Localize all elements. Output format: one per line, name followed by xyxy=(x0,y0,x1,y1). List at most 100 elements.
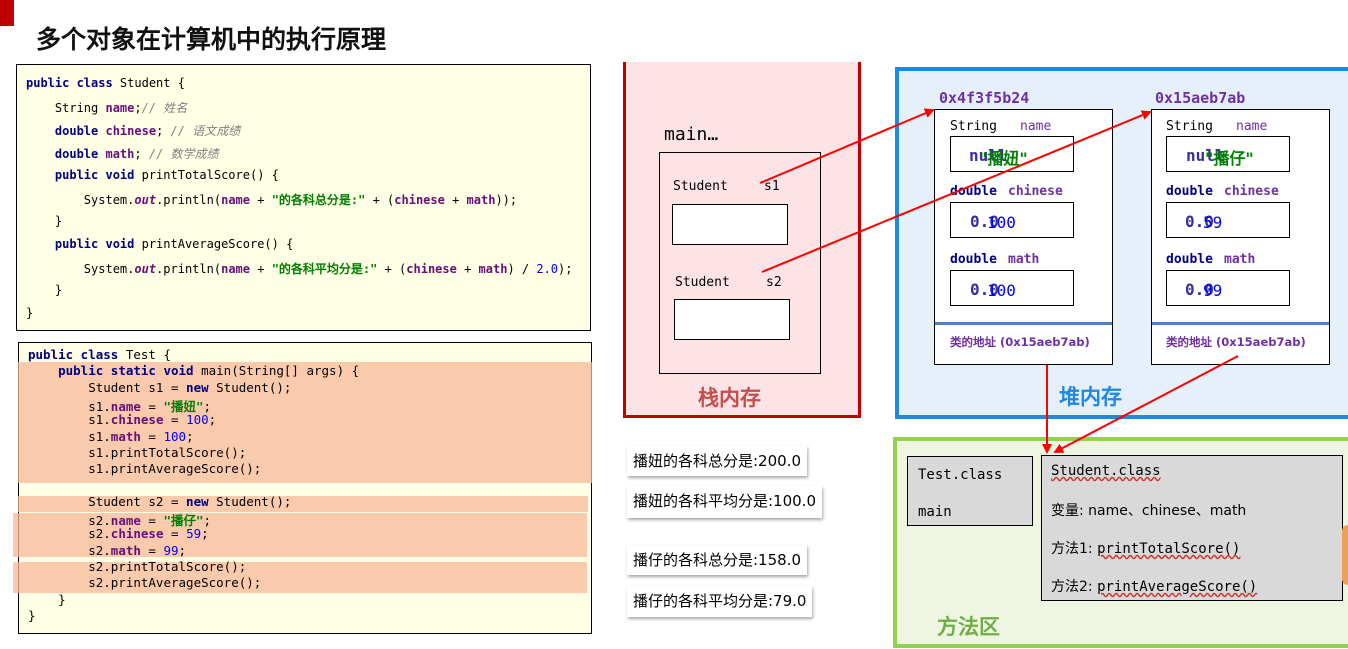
output-line-3: 播仔的各科总分是:158.0 xyxy=(627,545,807,575)
obj2-math-slot: 0.0 99 xyxy=(1166,270,1290,306)
code-token: Student(); xyxy=(216,493,292,509)
code-token: ; xyxy=(208,412,217,428)
obj2-box: String name null "播仔" double chinese 0.0… xyxy=(1151,109,1330,365)
code-line: public static void main(String[] args) { xyxy=(28,363,359,378)
var1-slot xyxy=(672,204,788,245)
page-title: 多个对象在计算机中的执行原理 xyxy=(36,25,387,54)
student-class-vars: 变量: name、chinese、math xyxy=(1051,503,1247,519)
code-token: )); xyxy=(495,193,518,207)
obj1-name-type: String xyxy=(950,119,997,134)
code-token: System. xyxy=(26,193,135,207)
code-token: ; xyxy=(201,526,209,542)
obj1-chinese-type: double xyxy=(950,184,997,199)
code-line: double chinese; // 语文成绩 xyxy=(26,122,240,139)
arrow-s1-to-obj1 xyxy=(759,108,935,184)
test-class-box: Test.class main xyxy=(907,456,1033,526)
code-token: ; xyxy=(134,147,149,161)
method-area-label: 方法区 xyxy=(937,615,1000,639)
var2-type: Student xyxy=(675,275,730,290)
highlight-s2-calls xyxy=(13,562,587,593)
code-token: + xyxy=(456,262,479,276)
code-token: name xyxy=(110,398,141,414)
obj2-chinese-slot: 0.0 59 xyxy=(1166,202,1290,238)
obj1-math-new: 100 xyxy=(987,281,1016,300)
code-line: public void printTotalScore() { xyxy=(26,168,279,182)
edge-decoration xyxy=(1342,525,1348,585)
code-token: s2.printAverageScore(); xyxy=(28,575,262,591)
student-class-method-2: 方法2: printAverageScore() xyxy=(1051,576,1257,596)
code-line: double math; // 数学成绩 xyxy=(26,145,219,162)
code-line: s2.printTotalScore(); xyxy=(28,559,246,574)
obj1-chinese-slot: 0.0 100 xyxy=(950,202,1074,238)
code-token: ); xyxy=(558,262,573,276)
code-token: = xyxy=(140,513,164,528)
code-token: ; xyxy=(134,101,142,115)
code-token: "的各科总分是:" xyxy=(271,193,366,207)
output-line-2: 播妞的各科平均分是:100.0 xyxy=(627,486,822,518)
code-token: public class xyxy=(26,76,120,90)
code-token: s1.printAverageScore(); xyxy=(28,461,262,477)
code-line: String name;// 姓名 xyxy=(26,99,187,116)
code-token: out xyxy=(134,193,157,207)
code-token: chinese xyxy=(110,526,164,542)
test-class-name: Test.class xyxy=(918,467,1003,483)
code-token: } xyxy=(26,306,34,320)
code-token: chinese xyxy=(110,412,164,428)
code-token: } xyxy=(28,607,36,623)
obj1-math-field: math xyxy=(1008,252,1040,267)
code-line: } xyxy=(26,214,62,228)
code-token: "的各科平均分是:" xyxy=(271,262,378,276)
obj1-name-field: name xyxy=(1020,119,1052,134)
code-token: s2. xyxy=(28,513,111,528)
code-token: math xyxy=(110,428,141,444)
obj2-math-field: math xyxy=(1224,252,1256,267)
code-token: 2.0 xyxy=(536,262,559,276)
code-token: name xyxy=(221,262,250,276)
code-token: Student s2 = xyxy=(28,493,187,509)
obj2-divider xyxy=(1152,322,1329,325)
stack-memory: main… Student s1 Student s2 栈内存 xyxy=(623,62,861,418)
code-line: Student s2 = new Student(); xyxy=(28,494,291,509)
var1-type: Student xyxy=(673,179,728,194)
obj2-math-new: 99 xyxy=(1203,281,1223,300)
stack-memory-label: 栈内存 xyxy=(698,386,761,410)
arrow-s2-to-obj2 xyxy=(761,110,1152,273)
student-class-method-1: 方法1: printTotalScore() xyxy=(1051,538,1240,558)
code-token: } xyxy=(28,591,66,607)
obj1-name-old: null xyxy=(969,146,1008,165)
method2-name: printAverageScore() xyxy=(1097,579,1258,595)
code-token: out xyxy=(134,262,157,276)
obj1-math-type: double xyxy=(950,252,997,267)
code-token: math xyxy=(105,147,135,161)
method-area: Test.class main Student.class 变量: name、c… xyxy=(893,437,1348,648)
code-token: 100 xyxy=(163,428,187,444)
code-token: + xyxy=(250,193,272,207)
obj2-chinese-field: chinese xyxy=(1224,184,1279,199)
code-token: math xyxy=(478,262,508,276)
code-token: s2. xyxy=(28,526,111,542)
code-token: chinese xyxy=(105,124,157,138)
obj1-address: 0x4f3f5b24 xyxy=(939,89,1030,107)
student-class-code: public class Student { String name;// 姓名… xyxy=(16,64,591,331)
code-token: printTotalScore() { xyxy=(141,168,279,182)
obj1-divider xyxy=(935,322,1112,325)
code-token: Student { xyxy=(119,76,185,90)
code-token: public static void xyxy=(58,363,202,379)
obj2-name-slot: null "播仔" xyxy=(1166,136,1290,172)
obj2-chinese-type: double xyxy=(1166,184,1213,199)
code-token: // 数学成绩 xyxy=(148,147,219,161)
code-token: public void xyxy=(54,168,142,182)
code-token: ; xyxy=(203,513,212,528)
code-token: printAverageScore() { xyxy=(141,237,294,251)
obj1-name-slot: null "播妞" xyxy=(950,136,1074,172)
code-token: + xyxy=(444,193,467,207)
obj1-chinese-field: chinese xyxy=(1008,184,1063,199)
method1-name: printTotalScore() xyxy=(1097,541,1241,557)
code-token: = xyxy=(140,398,164,414)
stack-frame-label: main… xyxy=(664,124,719,145)
student-class-box: Student.class 变量: name、chinese、math 方法1:… xyxy=(1041,455,1343,601)
obj1-chinese-old: 0.0 xyxy=(970,212,999,231)
obj1-name-new: "播妞" xyxy=(979,149,1028,168)
code-token: s1. xyxy=(28,428,111,444)
code-token: 100 xyxy=(186,412,209,428)
